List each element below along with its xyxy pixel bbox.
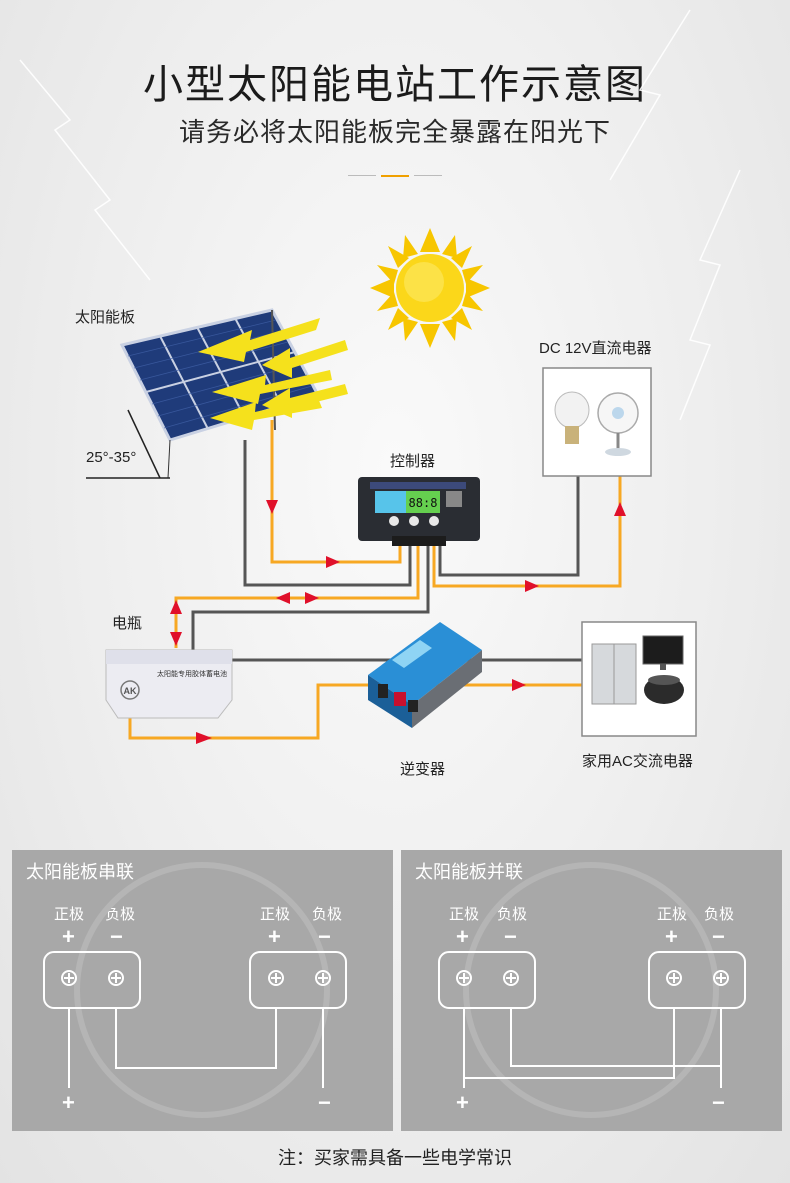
parallel-right-plus: + [665, 924, 678, 949]
series-right-positive-label: 正极 [260, 906, 291, 923]
parallel-wiring-diagram [438, 862, 746, 1118]
series-right-minus: − [318, 924, 331, 949]
parallel-right-minus: − [712, 924, 725, 949]
sun-icon [370, 228, 490, 348]
controller-display: 88:8 [409, 496, 438, 510]
monitor-icon [642, 635, 684, 670]
parallel-right-negative-label: 负极 [704, 906, 735, 923]
title-divider [348, 175, 442, 177]
controller-label: 控制器 [390, 453, 436, 470]
series-left-minus: − [110, 924, 123, 949]
ac-load-box [581, 621, 697, 737]
dc-load-label: DC 12V直流电器 [539, 340, 652, 357]
solar-panel-label: 太阳能板 [75, 309, 136, 326]
series-panel-title: 太阳能板串联 [26, 862, 134, 882]
battery-brand: AK [124, 686, 137, 696]
series-left-positive-label: 正极 [54, 906, 85, 923]
charge-controller-image: 88:8 [358, 477, 480, 546]
inverter-label: 逆变器 [400, 761, 446, 778]
page-title: 小型太阳能电站工作示意图 [143, 63, 647, 107]
footer-note: 注：买家需具备一些电学常识 [278, 1148, 512, 1168]
series-left-plus: + [62, 924, 75, 949]
flow-arrows [170, 500, 626, 744]
parallel-left-negative-label: 负极 [497, 906, 528, 923]
gray-wires [191, 440, 582, 662]
parallel-connection-panel: 太阳能板并联 正极 负极 正极 负极 + − + − + − [401, 850, 782, 1131]
series-output-minus: − [318, 1090, 331, 1115]
sunlight-arrows [198, 318, 348, 430]
series-output-plus: + [62, 1090, 75, 1115]
series-right-negative-label: 负极 [312, 906, 343, 923]
battery-label-text: 电瓶 [112, 615, 143, 632]
light-bulb-icon [554, 391, 590, 444]
parallel-left-plus: + [456, 924, 469, 949]
tilt-angle-label: 25°-35° [86, 449, 137, 466]
rice-cooker-icon [644, 675, 684, 704]
dc-load-box [542, 367, 652, 477]
page-subtitle: 请务必将太阳能板完全暴露在阳光下 [178, 117, 611, 147]
series-wiring-diagram [43, 862, 347, 1118]
parallel-right-positive-label: 正极 [657, 906, 688, 923]
refrigerator-icon [591, 643, 637, 705]
parallel-panel-title: 太阳能板并联 [415, 862, 523, 882]
fan-icon [597, 392, 639, 456]
ac-load-label: 家用AC交流电器 [582, 753, 693, 770]
series-left-negative-label: 负极 [105, 906, 136, 923]
parallel-output-minus: − [712, 1090, 725, 1115]
parallel-left-minus: − [504, 924, 517, 949]
system-diagram: 88:8 太阳能专用胶体蓄电池 AK [19, 9, 741, 744]
parallel-left-positive-label: 正极 [449, 906, 480, 923]
inverter-image [368, 622, 482, 728]
series-connection-panel: 太阳能板串联 正极 负极 正极 负极 + − + − + − [12, 850, 393, 1131]
lightning-decoration [19, 9, 741, 421]
series-right-plus: + [268, 924, 281, 949]
battery-label: 太阳能专用胶体蓄电池 [157, 669, 227, 678]
battery-image: 太阳能专用胶体蓄电池 AK [105, 649, 233, 719]
parallel-output-plus: + [456, 1090, 469, 1115]
